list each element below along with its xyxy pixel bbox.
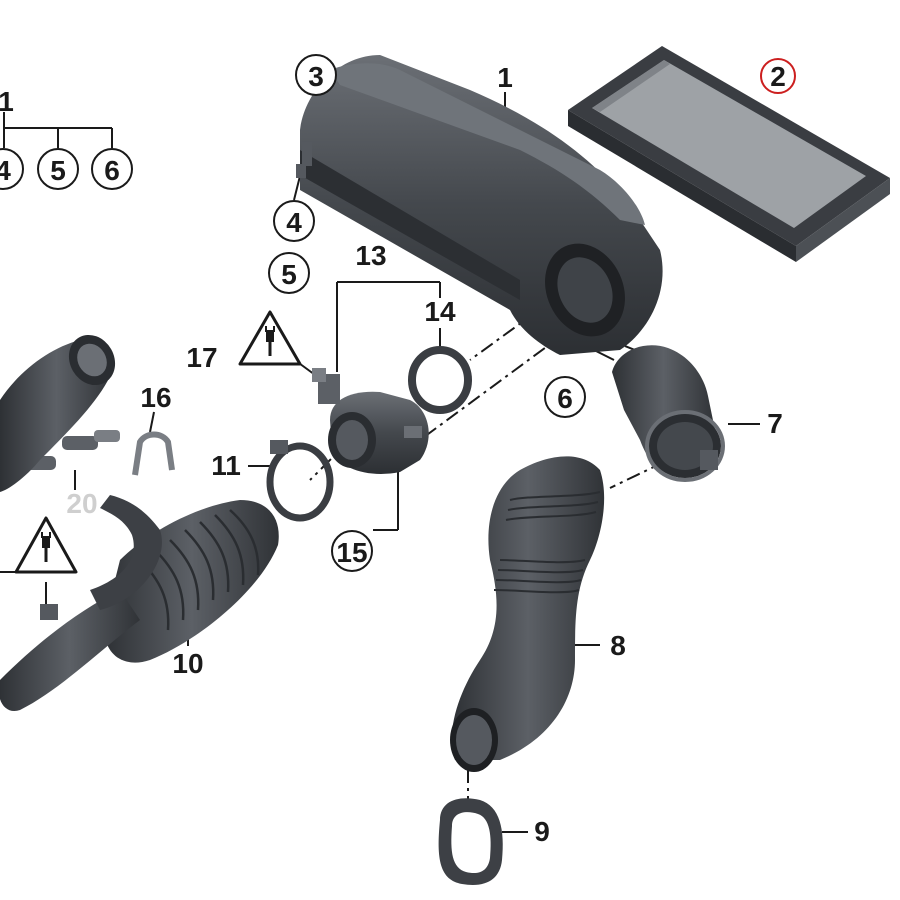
resonator [612,345,725,482]
upper-left-hose [0,334,116,492]
callout-10: 10 [172,648,204,679]
callout-14: 14 [424,296,456,327]
callout-13: 13 [355,240,387,271]
callout-2: 2 [760,58,796,94]
callout-7: 7 [767,408,783,439]
warning-triangle-plug-icon [238,310,302,366]
air-filter-housing [296,55,663,355]
callout-5: 5 [268,252,310,294]
charge-air-hose [0,495,279,711]
retaining-clip [132,431,175,476]
callout-3: 3 [295,54,337,96]
callout-8: 8 [610,630,626,661]
callout-15: 15 [331,530,373,572]
callout-11: 11 [211,450,241,481]
callout-16: 16 [140,382,172,413]
callout-9: 9 [534,816,550,847]
callout-1-left: 1 [0,86,14,117]
intake-duct [450,456,605,772]
gasket [438,798,503,885]
callout-5-left: 5 [37,148,79,190]
hose-clamp [266,440,334,522]
callout-6: 6 [544,376,586,418]
callout-20: 20 [66,488,98,519]
air-filter-element [568,46,890,262]
air-mass-meter [312,368,429,474]
callout-4: 4 [273,200,315,242]
injector [26,430,120,470]
callout-17: 17 [186,342,218,373]
sealing-ring [408,346,472,414]
callout-6-left: 6 [91,148,133,190]
callout-1: 1 [497,62,513,93]
warning-triangle-plug-icon-2 [0,516,78,574]
